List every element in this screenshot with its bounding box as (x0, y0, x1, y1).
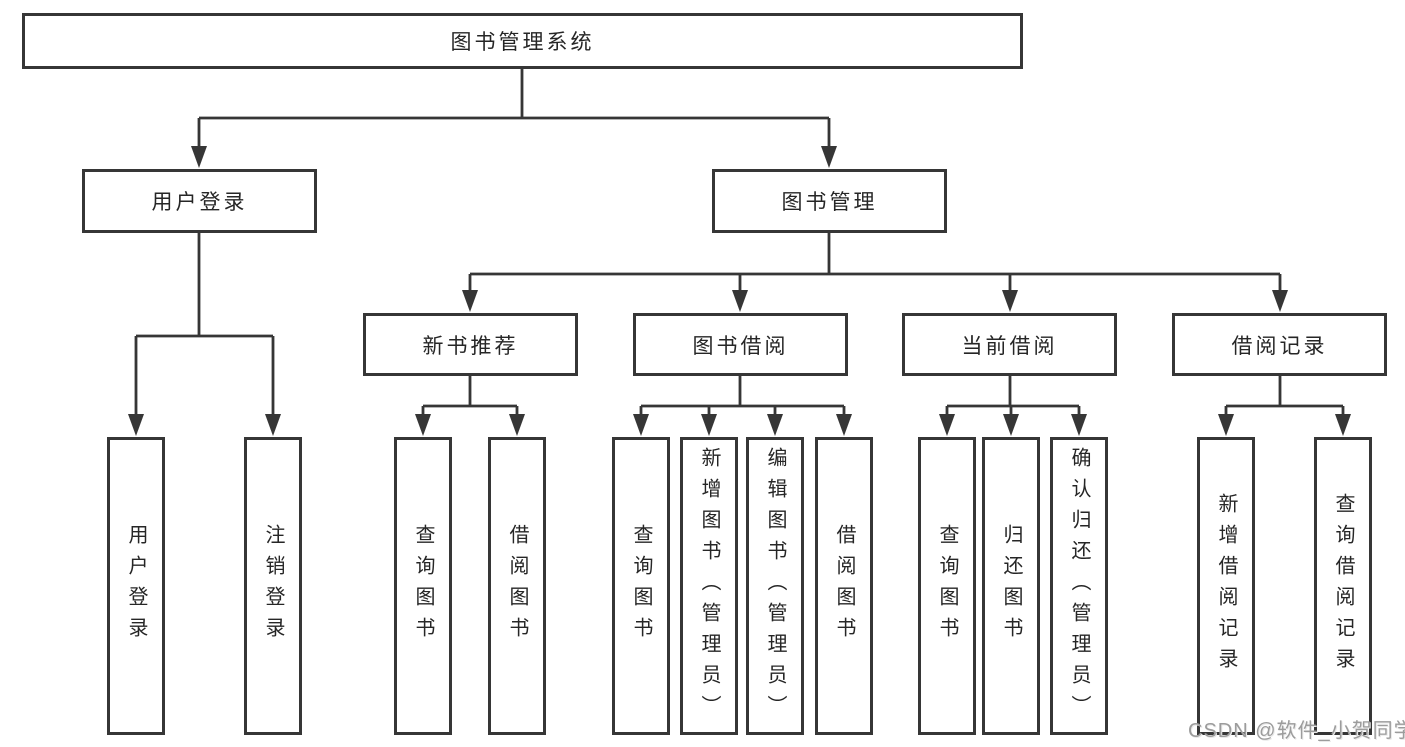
leaf-records-query-record: 查询借阅记录 (1314, 437, 1372, 735)
leaf-recommend-borrow-books-label: 借阅图书 (506, 524, 528, 648)
leaf-records-query-record-label: 查询借阅记录 (1332, 493, 1354, 679)
leaf-borrowing-add-books-admin-label: 新增图书（管理员） (698, 446, 720, 726)
connector-root-to-level2 (191, 69, 837, 168)
node-root-library-system: 图书管理系统 (22, 13, 1023, 69)
leaf-user-login-label: 用户登录 (125, 524, 147, 648)
node-book-management: 图书管理 (712, 169, 947, 233)
leaf-current-query-books: 查询图书 (918, 437, 976, 735)
leaf-current-confirm-return-admin: 确认归还（管理员） (1050, 437, 1108, 735)
node-book-borrowing: 图书借阅 (633, 313, 848, 376)
node-user-login: 用户登录 (82, 169, 317, 233)
leaf-borrowing-edit-books-admin-label: 编辑图书（管理员） (764, 446, 786, 726)
leaf-user-login: 用户登录 (107, 437, 165, 735)
node-current-borrowing: 当前借阅 (902, 313, 1117, 376)
leaf-current-return-books-label: 归还图书 (1000, 524, 1022, 648)
connector-user-login-to-leaves (128, 233, 281, 436)
leaf-logout-label: 注销登录 (262, 524, 284, 648)
connector-book-borrowing-to-leaves (633, 376, 852, 436)
leaf-logout: 注销登录 (244, 437, 302, 735)
leaf-borrowing-borrow-books-label: 借阅图书 (833, 524, 855, 648)
leaf-current-query-books-label: 查询图书 (936, 524, 958, 648)
connector-borrowing-records-to-leaves (1218, 376, 1351, 436)
leaf-current-return-books: 归还图书 (982, 437, 1040, 735)
connector-new-book-recommend-to-leaves (415, 376, 525, 436)
leaf-records-add-record: 新增借阅记录 (1197, 437, 1255, 735)
leaf-records-add-record-label: 新增借阅记录 (1215, 493, 1237, 679)
leaf-borrowing-borrow-books: 借阅图书 (815, 437, 873, 735)
leaf-borrowing-add-books-admin: 新增图书（管理员） (680, 437, 738, 735)
leaf-current-confirm-return-admin-label: 确认归还（管理员） (1068, 446, 1090, 726)
csdn-watermark: CSDN @软件_小贺同学 (1188, 720, 1405, 742)
connector-current-borrowing-to-leaves (939, 376, 1087, 436)
node-new-book-recommend: 新书推荐 (363, 313, 578, 376)
leaf-recommend-query-books: 查询图书 (394, 437, 452, 735)
leaf-recommend-query-books-label: 查询图书 (412, 524, 434, 648)
leaf-borrowing-edit-books-admin: 编辑图书（管理员） (746, 437, 804, 735)
leaf-borrowing-query-books-label: 查询图书 (630, 524, 652, 648)
leaf-borrowing-query-books: 查询图书 (612, 437, 670, 735)
leaf-recommend-borrow-books: 借阅图书 (488, 437, 546, 735)
connector-book-management-to-level3 (462, 233, 1288, 312)
node-borrowing-records: 借阅记录 (1172, 313, 1387, 376)
